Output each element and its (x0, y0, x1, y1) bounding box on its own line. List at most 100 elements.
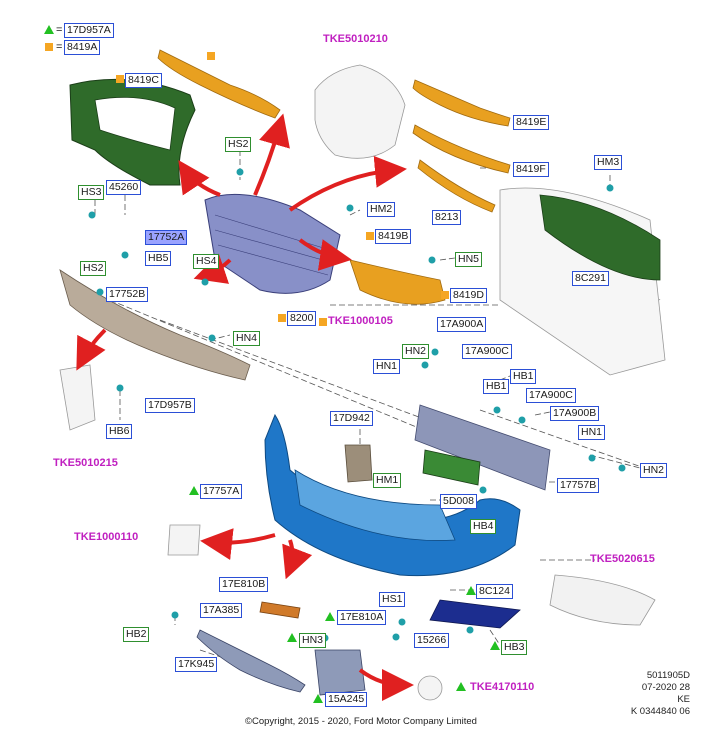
triangle-marker (466, 586, 476, 595)
triangle-marker (189, 486, 199, 495)
splash-shield-TKE5020615 (549, 574, 656, 626)
part-label-8419C[interactable]: 8419C (125, 73, 162, 88)
part-label-HM2[interactable]: HM2 (367, 202, 396, 217)
part-label-HB4[interactable]: HB4 (470, 519, 497, 534)
part-label-17757B[interactable]: 17757B (557, 478, 600, 493)
bracket-TKE5010215 (59, 364, 96, 431)
legend-square-part: 8419A (64, 40, 101, 55)
tke-label-1000110[interactable]: TKE1000110 (74, 531, 139, 543)
tke-label-4170110[interactable]: TKE4170110 (470, 681, 535, 693)
info-line-1: 5011905D (646, 670, 690, 681)
bumper-reinforcement-17D957B (59, 269, 251, 381)
legend-eq-2: = (56, 41, 63, 53)
reinforcement-beam (414, 404, 551, 491)
legend-eq-1: = (56, 24, 63, 36)
absorber-5D008 (422, 449, 481, 486)
part-label-17A385[interactable]: 17A385 (200, 603, 243, 618)
part-label-15266[interactable]: 15266 (414, 633, 450, 648)
info-line-4: K 0344840 06 (630, 706, 690, 717)
shield-8C291 (539, 194, 661, 281)
wheelhouse-liner (314, 64, 406, 159)
info-line-3: KE (677, 694, 690, 705)
part-label-8419F[interactable]: 8419F (513, 162, 549, 177)
part-label-17A900B[interactable]: 17A900B (550, 406, 600, 421)
part-label-8213[interactable]: 8213 (432, 210, 462, 225)
part-TKE4170110 (417, 675, 443, 701)
drawing-info: 5011905D 07-2020 28 KE K 0344840 06 (605, 670, 690, 718)
part-label-8419B[interactable]: 8419B (375, 229, 412, 244)
part-label-HS4[interactable]: HS4 (193, 254, 220, 269)
part-label-8419E[interactable]: 8419E (513, 115, 550, 130)
part-label-HN4[interactable]: HN4 (233, 331, 261, 346)
copyright: ©Copyright, 2015 - 2020, Ford Motor Comp… (245, 716, 477, 727)
part-label-17D957B[interactable]: 17D957B (145, 398, 195, 413)
part-label-HB2[interactable]: HB2 (123, 627, 150, 642)
bracket-15A245 (314, 649, 366, 696)
trim-8419F (412, 124, 511, 174)
part-label-HB3[interactable]: HB3 (501, 640, 528, 655)
bracket-17D942 (344, 444, 373, 483)
part-label-HB5[interactable]: HB5 (145, 251, 172, 266)
part-label-HB1-right[interactable]: HB1 (510, 369, 537, 384)
tke-label-5020615[interactable]: TKE5020615 (590, 553, 655, 565)
part-label-8C124[interactable]: 8C124 (476, 584, 513, 599)
square-marker (116, 75, 124, 83)
part-label-HN1[interactable]: HN1 (373, 359, 401, 374)
part-label-17752B[interactable]: 17752B (106, 287, 149, 302)
trim-8419D (349, 259, 446, 305)
part-label-8C291[interactable]: 8C291 (572, 271, 609, 286)
part-label-HN5[interactable]: HN5 (455, 252, 483, 267)
part-label-17A900A[interactable]: 17A900A (437, 317, 487, 332)
tke-label-5010210[interactable]: TKE5010210 (323, 33, 388, 45)
legend-triangle-icon (44, 25, 54, 34)
triangle-marker (325, 612, 335, 621)
part-label-45260[interactable]: 45260 (106, 180, 142, 195)
triangle-marker (490, 641, 500, 650)
triangle-marker (287, 633, 297, 642)
square-marker (207, 52, 215, 60)
square-marker (278, 314, 286, 322)
plate-TKE1000110 (167, 524, 201, 556)
part-label-17E810B[interactable]: 17E810B (219, 577, 269, 592)
part-label-17A900C-lower[interactable]: 17A900C (526, 388, 576, 403)
part-label-HS2-lower[interactable]: HS2 (80, 261, 107, 276)
part-label-17757A[interactable]: 17757A (200, 484, 243, 499)
part-label-HS1[interactable]: HS1 (379, 592, 406, 607)
info-line-2: 07-2020 28 (641, 682, 690, 693)
triangle-marker (313, 694, 323, 703)
part-label-HM1[interactable]: HM1 (373, 473, 402, 488)
grille-frame-ribs (214, 214, 331, 276)
trim-17A385 (259, 601, 301, 619)
part-label-HM3[interactable]: HM3 (594, 155, 623, 170)
legend-triangle-part: 17D957A (64, 23, 114, 38)
part-label-8419D[interactable]: 8419D (450, 288, 487, 303)
skid-trim-8C124 (429, 599, 521, 629)
part-label-HS2[interactable]: HS2 (225, 137, 252, 152)
part-label-17E810A[interactable]: 17E810A (337, 610, 387, 625)
legend-square-icon (45, 43, 53, 51)
trim-8213 (417, 159, 496, 213)
tke-label-5010215[interactable]: TKE5010215 (53, 457, 118, 469)
part-label-17K945[interactable]: 17K945 (175, 657, 218, 672)
part-label-17D942[interactable]: 17D942 (330, 411, 373, 426)
part-label-15A245[interactable]: 15A245 (325, 692, 368, 707)
lower-trim-17K945 (196, 629, 306, 693)
part-label-HN1-right[interactable]: HN1 (578, 425, 606, 440)
part-label-HB6[interactable]: HB6 (106, 424, 133, 439)
square-marker (441, 291, 449, 299)
part-label-HN2-right[interactable]: HN2 (640, 463, 668, 478)
triangle-marker (456, 682, 466, 691)
bumper-hoop (294, 469, 456, 541)
part-label-17A900C[interactable]: 17A900C (462, 344, 512, 359)
grille-frame-8200 (204, 193, 341, 294)
part-label-5D008[interactable]: 5D008 (440, 494, 477, 509)
part-label-8200[interactable]: 8200 (287, 311, 317, 326)
square-marker (319, 318, 327, 326)
part-label-HN3[interactable]: HN3 (299, 633, 327, 648)
tke-label-1000105[interactable]: TKE1000105 (328, 315, 393, 327)
part-label-HN2[interactable]: HN2 (402, 344, 430, 359)
part-label-HS3[interactable]: HS3 (78, 185, 105, 200)
part-label-17752A[interactable]: 17752A (145, 230, 188, 245)
part-label-HB1[interactable]: HB1 (483, 379, 510, 394)
